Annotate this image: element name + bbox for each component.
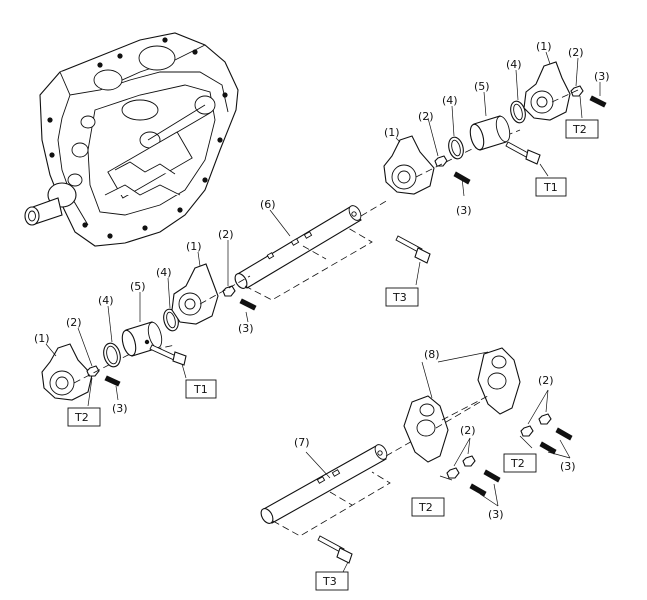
callout-spring: (4) [442, 94, 458, 107]
callout-screw: (3) [112, 402, 128, 415]
svg-text:T1: T1 [543, 181, 558, 194]
rocker-shaft-6 [234, 205, 362, 289]
torque-box-t1: T1 [185, 379, 217, 399]
callout-rocker-shaft: (6) [260, 198, 276, 211]
svg-text:T2: T2 [510, 457, 525, 470]
callout-rocker-arm: (1) [34, 332, 50, 345]
callout-spring: (4) [98, 294, 114, 307]
torque-box-t3: T3 [385, 287, 419, 307]
callout-rocker-arm: (1) [536, 40, 552, 53]
callout-nut: (2) [418, 110, 434, 123]
callout-bracket: (8) [424, 348, 440, 361]
bolt-t1-lower [149, 344, 187, 366]
svg-text:T2: T2 [572, 123, 587, 136]
callout-spacer: (5) [474, 80, 490, 93]
spring-washer-upper-right [510, 100, 526, 124]
callout-screw: (3) [456, 204, 472, 217]
svg-text:T1: T1 [193, 383, 208, 396]
nut-lower-left [86, 365, 100, 377]
nut-bracket-front-2 [446, 467, 460, 479]
leader-lines [45, 51, 601, 575]
callouts: (1) (2) (3) (4) (5) (4) (2) (1) (3) (6) … [34, 40, 610, 521]
torque-labels: T2 T1 T3 T1 T2 T2 T2 T3 [67, 119, 599, 591]
torque-box-t2: T2 [503, 453, 537, 473]
callout-nut: (2) [460, 424, 476, 437]
rocker-arm-lower-left [41, 343, 93, 401]
adjusting-screw-lower-mid [239, 298, 257, 311]
torque-box-t2: T2 [565, 119, 599, 139]
bolt-t1-upper [505, 141, 541, 165]
rocker-bracket-rear [477, 347, 521, 415]
nut-upper-right [570, 85, 584, 97]
callout-screw: (3) [488, 508, 504, 521]
spacer-upper [469, 115, 511, 151]
nut-bracket-rear-2 [520, 425, 534, 437]
svg-text:T2: T2 [418, 501, 433, 514]
rocker-arm-upper-mid [383, 135, 435, 195]
callout-screw: (3) [560, 460, 576, 473]
adjusting-screw-upper-right [589, 95, 607, 108]
spring-washer-upper-mid [448, 136, 464, 160]
screw-bracket-rear [555, 427, 573, 441]
callout-spacer: (5) [130, 280, 146, 293]
screw-bracket-front-2 [469, 483, 487, 497]
torque-box-t1: T1 [535, 177, 567, 197]
callout-spring: (4) [156, 266, 172, 279]
torque-box-t2: T2 [411, 497, 445, 517]
rocker-arm-upper-right [523, 61, 571, 121]
shaft-bolt-lower [317, 535, 353, 564]
rocker-bracket-front [403, 395, 449, 463]
nut-upper-mid [434, 155, 448, 167]
svg-text:T3: T3 [322, 575, 337, 588]
rocker-arm-lower-mid [171, 263, 219, 325]
callout-nut: (2) [66, 316, 82, 329]
callout-nut: (2) [538, 374, 554, 387]
screw-bracket-rear-2 [539, 441, 557, 455]
adjusting-screw-lower-left [104, 375, 121, 387]
nut-bracket-rear [538, 413, 552, 425]
callout-spring: (4) [506, 58, 522, 71]
callout-nut: (2) [218, 228, 234, 241]
callout-rocker-shaft: (7) [294, 436, 310, 449]
spacer-lower [121, 321, 163, 357]
callout-nut: (2) [568, 46, 584, 59]
svg-text:T3: T3 [392, 291, 407, 304]
torque-box-t3: T3 [315, 571, 349, 591]
shaft-bolt-upper [395, 235, 431, 264]
callout-screw: (3) [238, 322, 254, 335]
callout-rocker-arm: (1) [186, 240, 202, 253]
torque-box-t2: T2 [67, 407, 101, 427]
svg-text:T2: T2 [74, 411, 89, 424]
nut-bracket-front [462, 455, 476, 467]
spring-washer-lower-left [103, 342, 121, 368]
cylinder-head-illustration [24, 32, 239, 247]
callout-screw: (3) [594, 70, 610, 83]
callout-rocker-arm: (1) [384, 126, 400, 139]
rocker-shaft-7 [260, 444, 388, 524]
screw-bracket-front [483, 469, 501, 483]
